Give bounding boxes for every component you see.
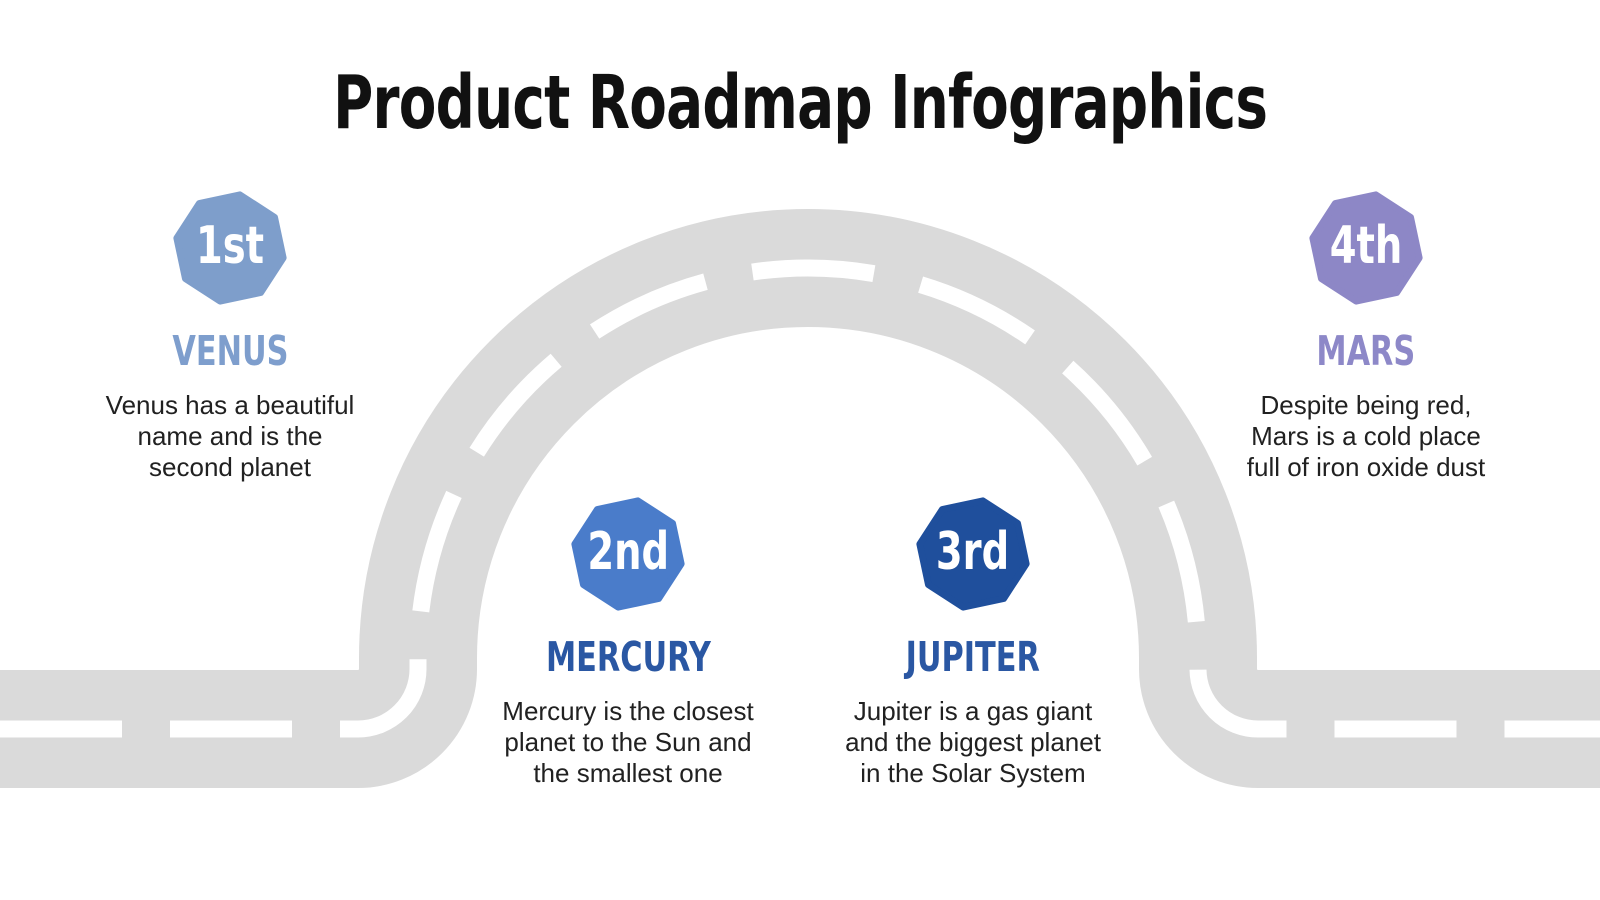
milestone-3-badge: 3rd <box>915 496 1031 612</box>
milestone-1-description: Venus has a beautiful name and is the se… <box>105 390 355 482</box>
octagon-badge-icon <box>571 497 685 611</box>
page-title: Product Roadmap Infographics <box>0 62 1600 144</box>
milestone-3-order: 3rd <box>936 522 1010 582</box>
milestone-2-badge: 2nd <box>570 496 686 612</box>
milestone-4-name: MARS <box>1316 327 1416 375</box>
milestone-mercury: 2nd MERCURY Mercury is the closest plane… <box>448 496 808 789</box>
milestone-2-name: MERCURY <box>545 633 711 681</box>
milestone-4-description: Despite being red, Mars is a cold place … <box>1246 390 1486 482</box>
octagon-badge-icon <box>173 191 287 305</box>
milestone-1-name: VENUS <box>171 327 289 375</box>
milestone-venus: 1st VENUS Venus has a beautiful name and… <box>50 190 410 483</box>
road-center-line <box>0 259 1600 738</box>
octagon-badge-icon <box>916 497 1030 611</box>
milestone-1-order: 1st <box>195 216 265 276</box>
milestone-1-badge: 1st <box>172 190 288 306</box>
milestone-2-order: 2nd <box>587 522 669 582</box>
milestone-mars: 4th MARS Despite being red, Mars is a co… <box>1186 190 1546 483</box>
octagon-badge-icon <box>1309 191 1423 305</box>
milestone-2-description: Mercury is the closest planet to the Sun… <box>502 696 754 788</box>
milestone-4-badge: 4th <box>1308 190 1424 306</box>
page-title-text: Product Roadmap Infographics <box>332 60 1268 146</box>
milestone-4-order: 4th <box>1329 216 1403 276</box>
milestone-jupiter: 3rd JUPITER Jupiter is a gas giant and t… <box>793 496 1153 789</box>
milestone-3-name: JUPITER <box>905 633 1041 681</box>
milestone-3-description: Jupiter is a gas giant and the biggest p… <box>845 696 1101 788</box>
